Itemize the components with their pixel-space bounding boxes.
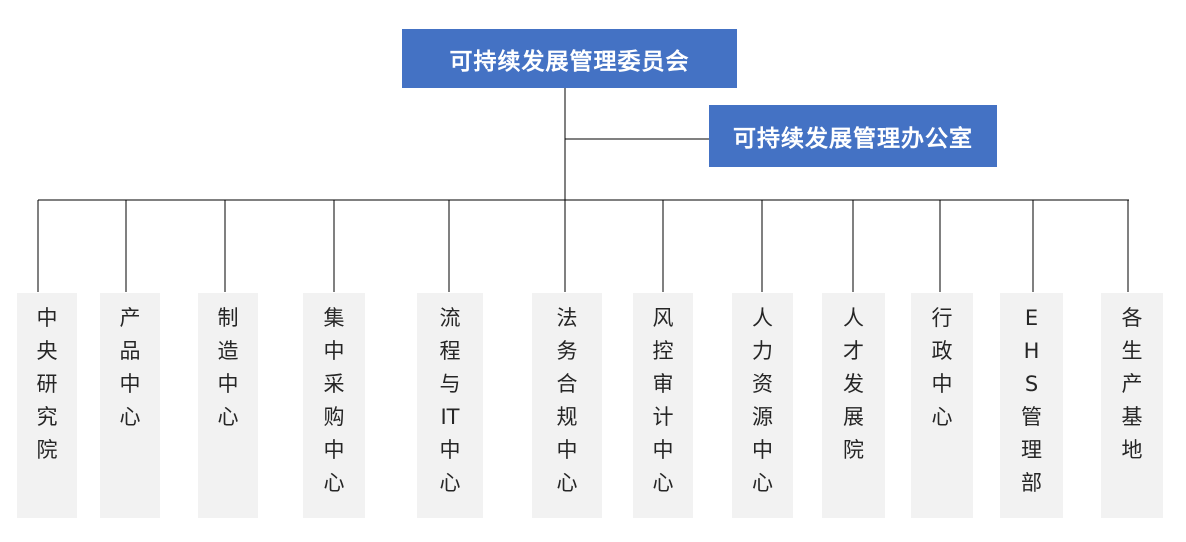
dept-box-risk-control-audit-center: 风控审计中心 (633, 293, 693, 518)
dept-box-label: 产品中心 (119, 306, 141, 429)
dept-box-administration-center: 行政中心 (911, 293, 973, 518)
dept-box-label: 集中采购中心 (323, 306, 345, 495)
dept-box-label: 人才发展院 (843, 306, 864, 462)
dept-box-label: 各生产基地 (1121, 306, 1143, 462)
dept-box-legal-compliance-center: 法务合规中心 (532, 293, 602, 518)
dept-box-label: 行政中心 (931, 306, 953, 429)
dept-box-human-resources-center: 人力资源中心 (732, 293, 793, 518)
dept-box-label: 制造中心 (217, 306, 239, 429)
dept-box-ehs-management-dept: EHS管理部 (1000, 293, 1063, 518)
dept-box-central-research-institute: 中央研究院 (17, 293, 77, 518)
dept-box-production-bases: 各生产基地 (1101, 293, 1163, 518)
committee-node-label: 可持续发展管理委员会 (449, 48, 690, 75)
office-node-label: 可持续发展管理办公室 (733, 126, 973, 152)
office-node: 可持续发展管理办公室 (709, 105, 997, 167)
dept-box-label: 中央研究院 (36, 306, 58, 462)
dept-box-centralized-procurement-center: 集中采购中心 (303, 293, 365, 518)
dept-box-talent-development-institute: 人才发展院 (822, 293, 885, 518)
committee-node: 可持续发展管理委员会 (402, 29, 737, 88)
dept-box-product-center: 产品中心 (100, 293, 160, 518)
dept-box-label: 流程与IT中心 (439, 306, 461, 495)
dept-box-label: 风控审计中心 (652, 306, 674, 495)
dept-box-label: 人力资源中心 (752, 306, 773, 495)
dept-box-manufacturing-center: 制造中心 (198, 293, 258, 518)
dept-box-label: EHS管理部 (1021, 306, 1042, 495)
dept-box-label: 法务合规中心 (556, 306, 578, 495)
dept-box-process-and-it-center: 流程与IT中心 (417, 293, 483, 518)
